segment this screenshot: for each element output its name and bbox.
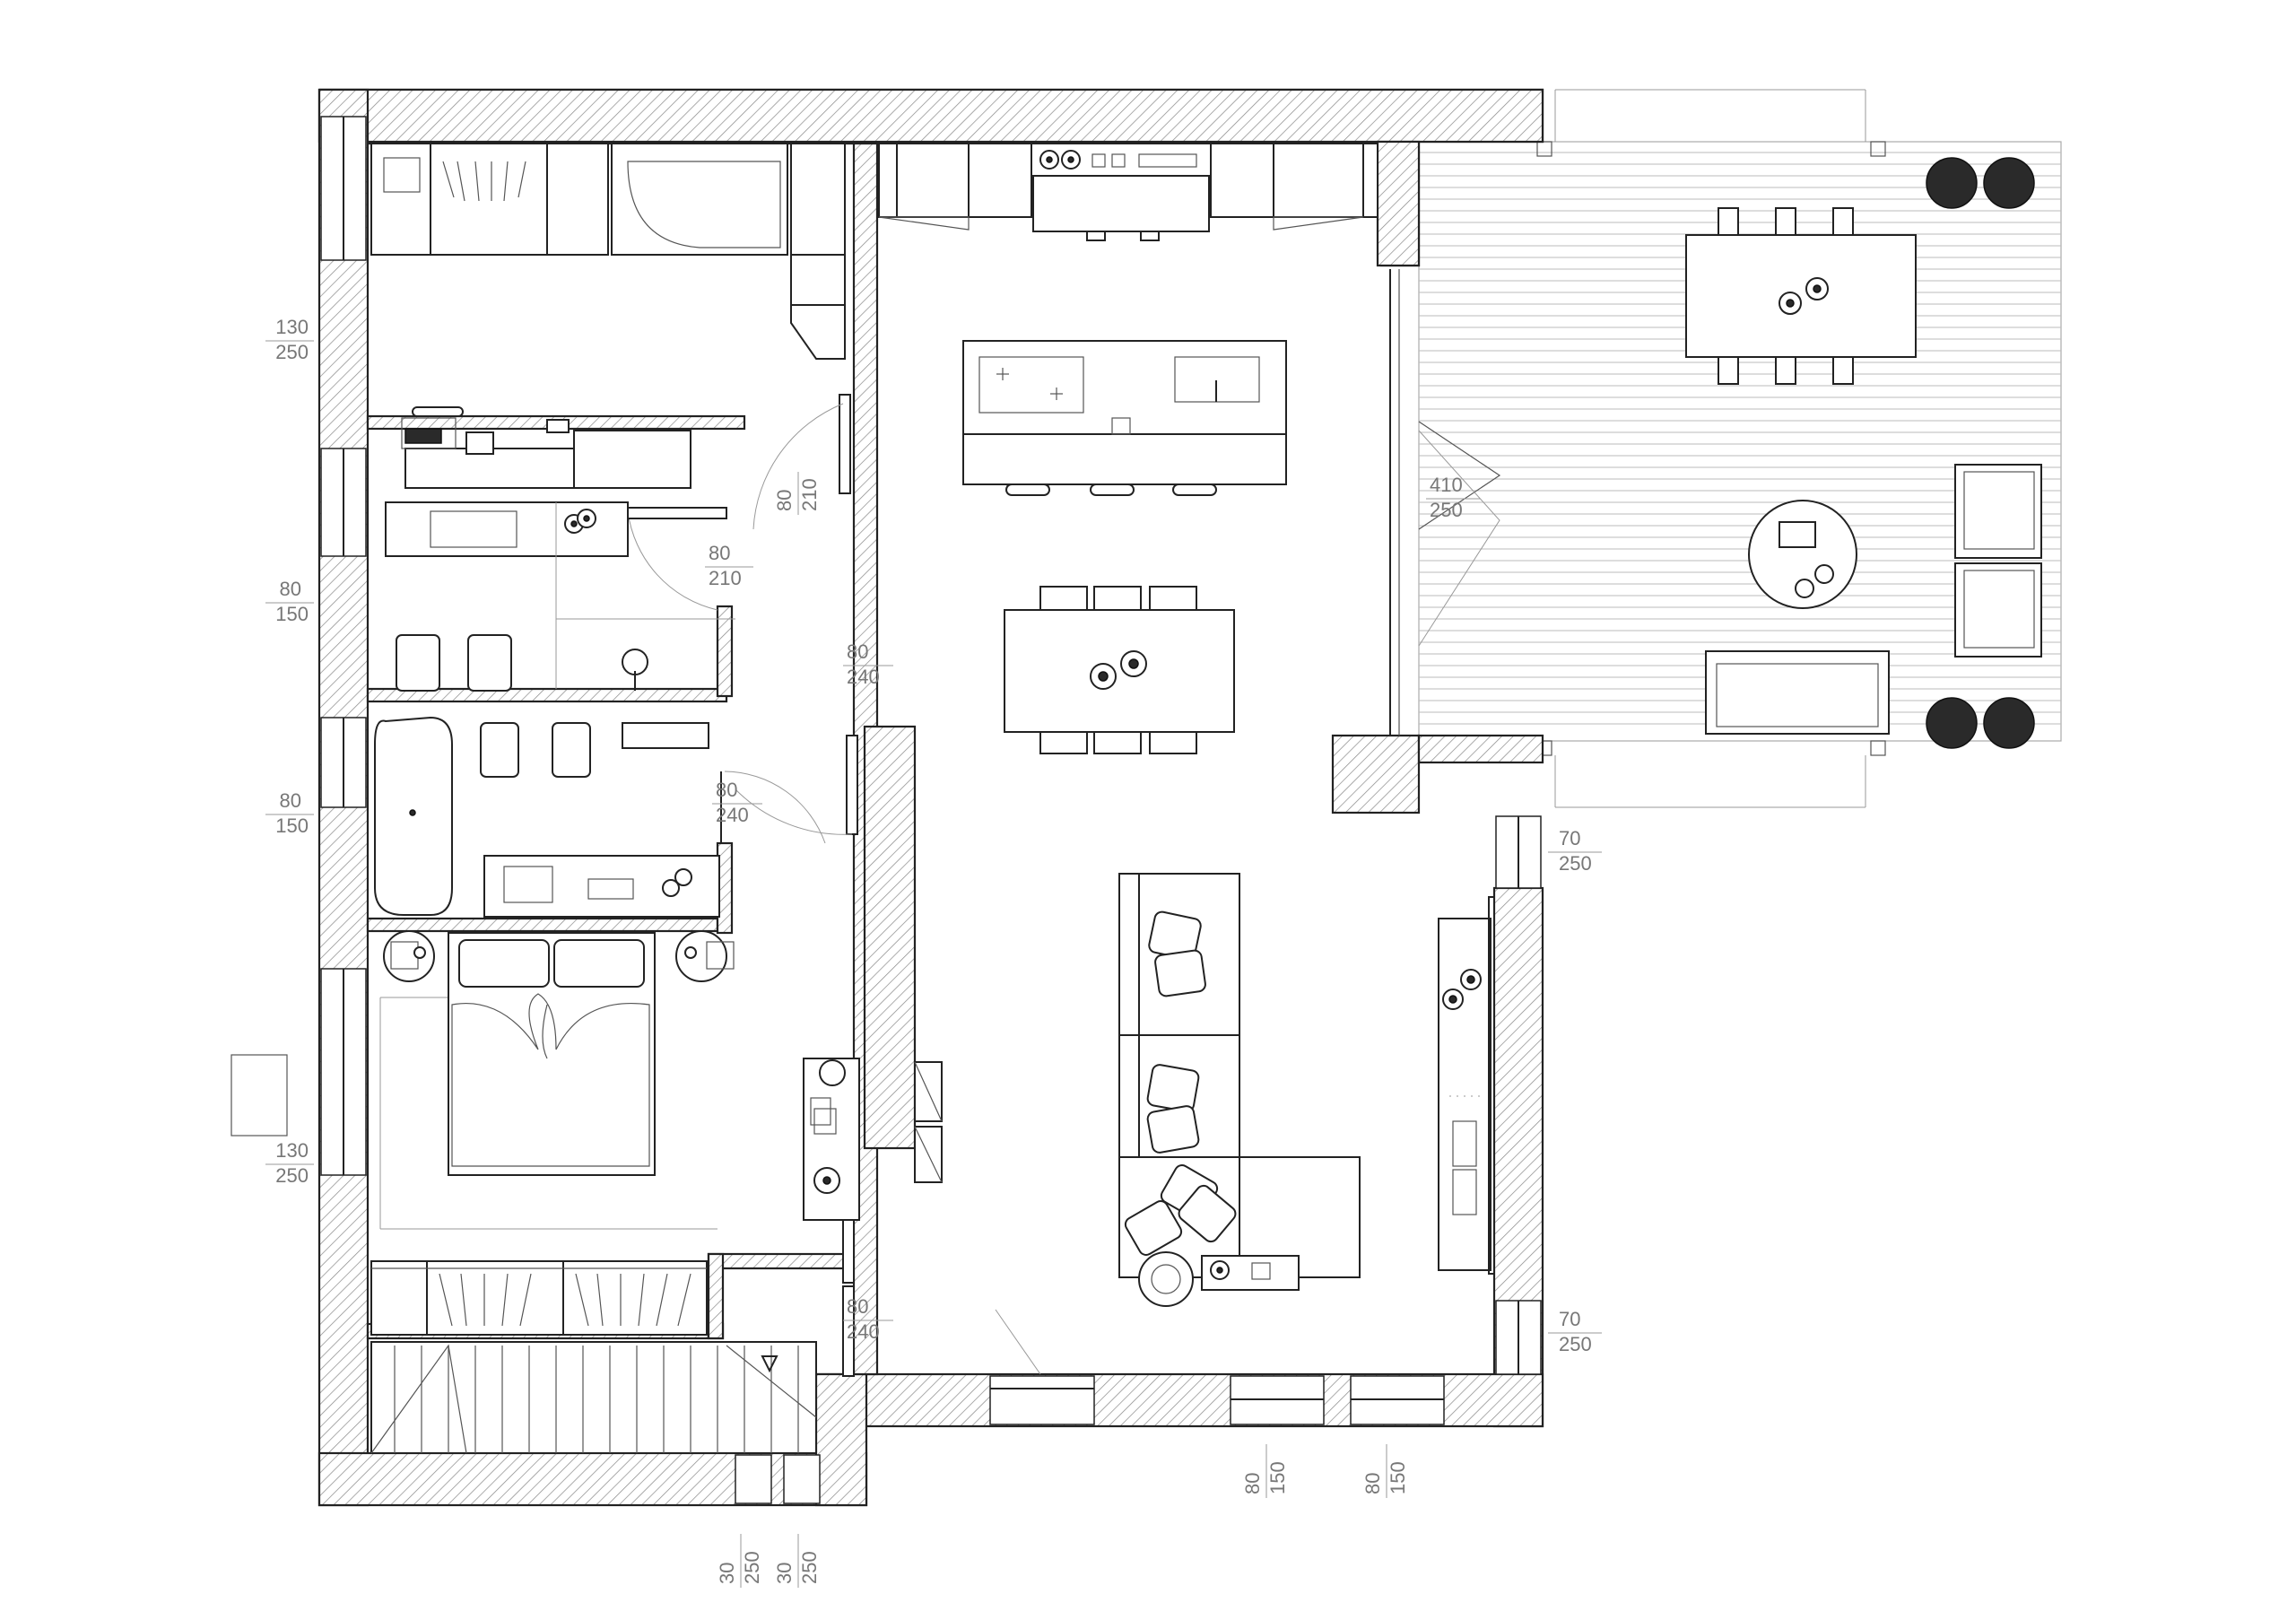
svg-text:80: 80 bbox=[709, 542, 730, 564]
laundry-cabinets bbox=[370, 143, 846, 360]
dining-table bbox=[1004, 586, 1235, 754]
svg-text:210: 210 bbox=[709, 567, 742, 589]
bathroom-1 bbox=[385, 501, 735, 692]
dimension-label: 80 240 bbox=[843, 1295, 893, 1343]
svg-text:80: 80 bbox=[847, 640, 868, 663]
dimension-label: 130 250 bbox=[265, 316, 314, 363]
svg-text:150: 150 bbox=[1266, 1461, 1289, 1494]
svg-text:240: 240 bbox=[847, 1320, 880, 1343]
dimension-label: 130 250 bbox=[265, 1139, 314, 1187]
dimension-label: 80 240 bbox=[712, 779, 762, 826]
dimension-label: 70 250 bbox=[1548, 1308, 1602, 1355]
dimension-label: 80 150 bbox=[1361, 1444, 1409, 1498]
svg-text:250: 250 bbox=[275, 341, 309, 363]
dimension-label: 80 150 bbox=[265, 789, 314, 837]
svg-text:410: 410 bbox=[1430, 474, 1463, 496]
dimension-label: 80 240 bbox=[843, 640, 893, 688]
hall-storage bbox=[803, 1058, 943, 1221]
svg-text:80: 80 bbox=[280, 578, 301, 600]
terrace-lounge bbox=[1705, 464, 2042, 735]
bedroom bbox=[379, 930, 735, 1230]
svg-text:250: 250 bbox=[1559, 1333, 1592, 1355]
kitchen-island bbox=[962, 340, 1287, 496]
legend-box bbox=[230, 1054, 288, 1137]
svg-text:130: 130 bbox=[275, 316, 309, 338]
dimension-label: 80 150 bbox=[1241, 1444, 1289, 1498]
svg-text:250: 250 bbox=[798, 1551, 821, 1584]
svg-text:250: 250 bbox=[1559, 852, 1592, 875]
dimension-label: 30 250 bbox=[716, 1534, 763, 1588]
svg-text:80: 80 bbox=[716, 779, 737, 801]
sofa bbox=[1118, 873, 1361, 1307]
laundry-counter bbox=[401, 406, 691, 489]
svg-text:210: 210 bbox=[798, 478, 821, 511]
dimension-label: 70 250 bbox=[1548, 827, 1602, 875]
svg-text:250: 250 bbox=[1430, 499, 1463, 521]
dimension-labels: 130 250 80 150 80 150 130 250 80 210 80 bbox=[265, 316, 1602, 1588]
svg-text:150: 150 bbox=[1387, 1461, 1409, 1494]
terrace-dining-table bbox=[1685, 207, 1917, 385]
wardrobe bbox=[370, 1260, 708, 1336]
svg-text:150: 150 bbox=[275, 603, 309, 625]
dimension-label: 30 250 bbox=[773, 1534, 821, 1588]
svg-text:30: 30 bbox=[773, 1563, 796, 1584]
svg-text:80: 80 bbox=[1361, 1473, 1384, 1494]
plant-icon bbox=[1926, 157, 2035, 749]
svg-text:240: 240 bbox=[847, 666, 880, 688]
kitchen-cabinets bbox=[878, 143, 1378, 241]
svg-text:250: 250 bbox=[275, 1164, 309, 1187]
bathroom-2 bbox=[374, 716, 826, 918]
dimension-label: 80 210 bbox=[773, 472, 821, 515]
stairs bbox=[370, 1341, 817, 1454]
svg-text:70: 70 bbox=[1559, 1308, 1580, 1330]
svg-text:70: 70 bbox=[1559, 827, 1580, 849]
svg-text:240: 240 bbox=[716, 804, 749, 826]
dimension-label: 410 250 bbox=[1426, 474, 1480, 521]
dimension-label: 80 150 bbox=[265, 578, 314, 625]
svg-text:250: 250 bbox=[741, 1551, 763, 1584]
svg-text:80: 80 bbox=[847, 1295, 868, 1318]
svg-text:130: 130 bbox=[275, 1139, 309, 1162]
svg-text:150: 150 bbox=[275, 814, 309, 837]
svg-text:30: 30 bbox=[716, 1563, 738, 1584]
svg-text:80: 80 bbox=[1241, 1473, 1264, 1494]
svg-text:80: 80 bbox=[773, 490, 796, 511]
dimension-label: 80 210 bbox=[705, 542, 753, 589]
svg-text:80: 80 bbox=[280, 789, 301, 812]
windows bbox=[320, 116, 1542, 1504]
tv-unit bbox=[1438, 896, 1495, 1275]
